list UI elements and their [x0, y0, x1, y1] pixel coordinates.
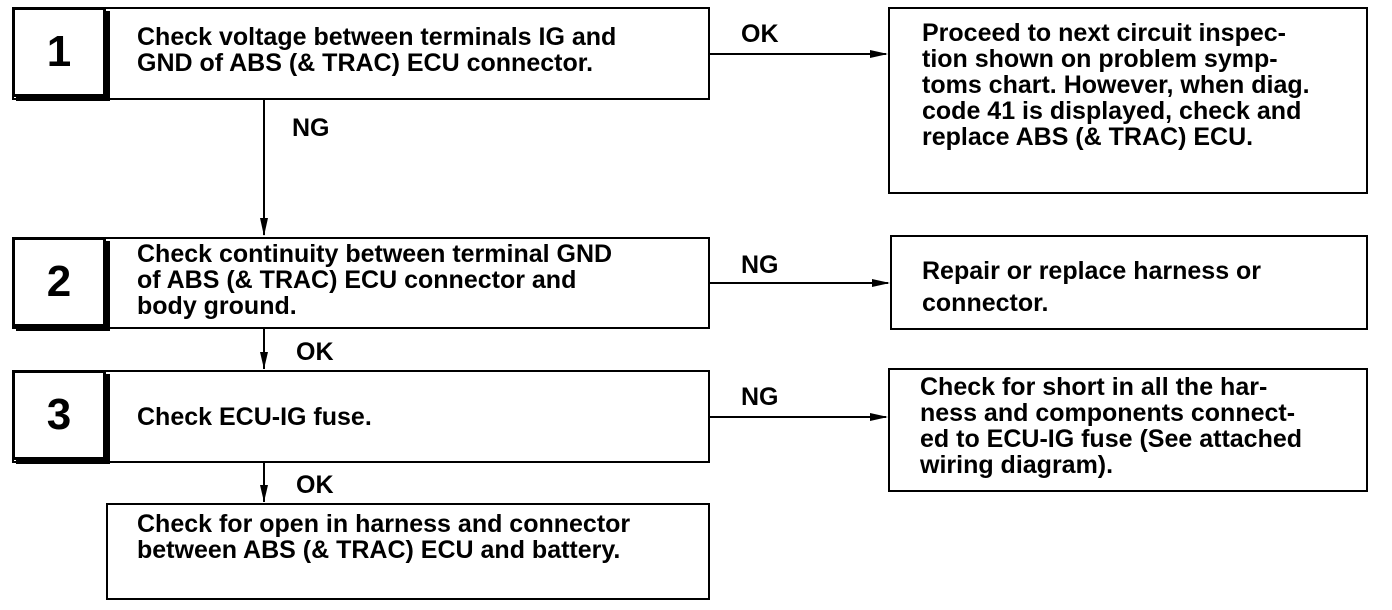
arrowhead-3-ok [260, 485, 268, 502]
arrowhead-2-ok [260, 352, 268, 369]
step-1-number: 1 [12, 7, 106, 97]
label-step-2-ok: OK [296, 338, 334, 366]
step-1-text: Check voltage between terminals IG and G… [137, 23, 617, 77]
step-2-box [12, 237, 710, 329]
step-2-text: Check continuity between terminal GND of… [137, 240, 613, 320]
label-step-3-ok: OK [296, 471, 334, 499]
arrowhead-3-ng [870, 413, 888, 421]
step-2-number: 2 [12, 237, 106, 327]
label-step-3-ng: NG [741, 383, 779, 411]
step-1-box [12, 7, 710, 100]
step-3-box [12, 370, 710, 463]
arrowhead-1-ok [870, 50, 888, 58]
result-3-box [888, 368, 1368, 492]
result-1-box [888, 7, 1368, 194]
result-1-text: Proceed to next circuit inspec- tion sho… [922, 19, 1310, 151]
arrowhead-1-ng [260, 218, 268, 236]
result-3-text: Check for short in all the har- ness and… [920, 373, 1303, 479]
label-step-1-ok: OK [741, 20, 779, 48]
result-2-box [890, 235, 1368, 330]
final-step-text: Check for open in harness and connector … [137, 510, 631, 564]
step-3-number: 3 [12, 370, 106, 460]
final-step-box [106, 503, 710, 600]
label-step-2-ng: NG [741, 251, 779, 279]
label-step-1-ng: NG [292, 114, 330, 142]
result-2-text: Repair or replace harness or connector. [922, 257, 1262, 317]
step-3-text: Check ECU-IG fuse. [137, 403, 372, 431]
arrowhead-2-ng [872, 279, 890, 287]
